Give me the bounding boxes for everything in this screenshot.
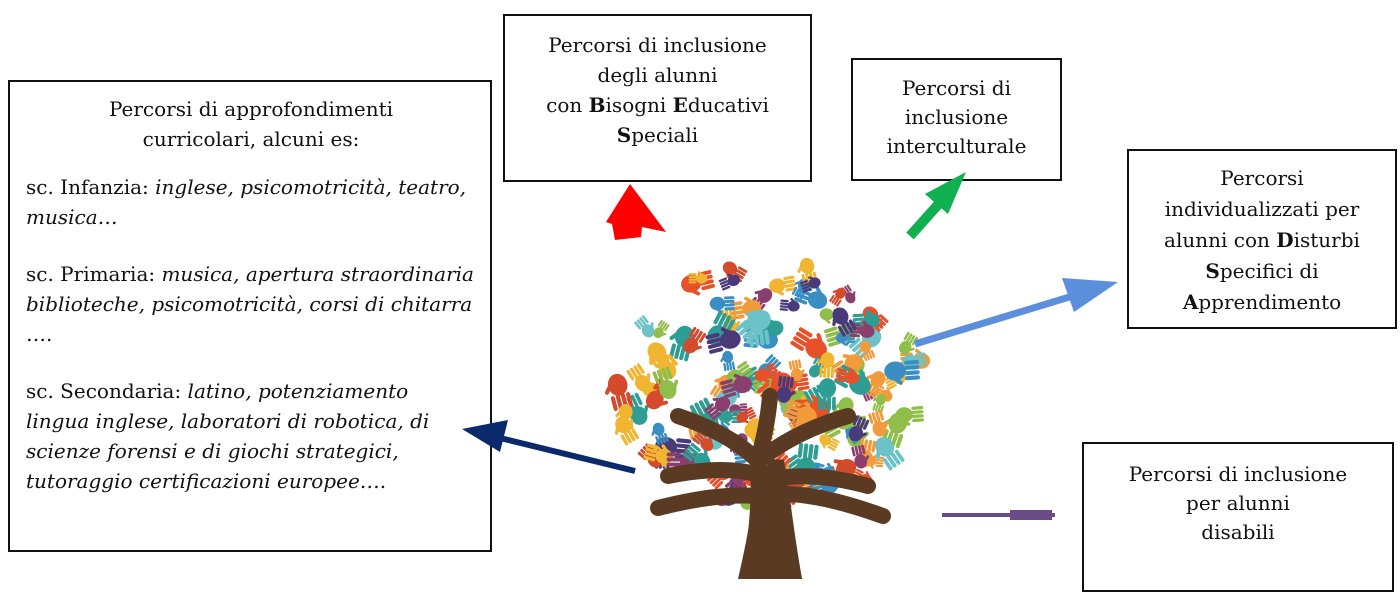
disabled-line3: disabili (1201, 520, 1275, 544)
infanzia-paragraph: sc. Infanzia: inglese, psicomotricità, t… (26, 172, 476, 232)
hand-print (859, 340, 876, 362)
hand-print (790, 327, 827, 359)
bes-title: Percorsi di inclusione degli alunni con … (505, 30, 810, 150)
arrow-to-intercultural (906, 172, 966, 240)
curricular-heading-line2: curricolari, alcuni es: (142, 127, 360, 151)
intercultural-line3: interculturale (886, 134, 1027, 158)
disabled-title: Percorsi di inclusione per alunni disabi… (1084, 460, 1392, 547)
primaria-paragraph: sc. Primaria: musica, apertura straordin… (26, 259, 476, 349)
dsa-initial-s: S (1205, 259, 1220, 283)
curricular-heading: Percorsi di approfondimenti curricolari,… (26, 94, 476, 154)
hand-print (736, 406, 757, 424)
dsa-initial-a: A (1182, 290, 1199, 314)
hand-print (688, 271, 708, 284)
hand-print (851, 444, 870, 469)
hand-print (653, 319, 670, 339)
bes-word1-rest: isogni (605, 93, 673, 117)
secondaria-paragraph: sc. Secondaria: latino, potenziamento li… (26, 376, 476, 496)
hand-print (875, 436, 905, 471)
hand-print (651, 422, 669, 445)
curricular-paths-box: Percorsi di approfondimenti curricolari,… (8, 80, 492, 552)
hand-print (683, 326, 707, 354)
dsa-word3-rest: pprendimento (1198, 290, 1342, 314)
dsa-title: Percorsi individualizzati per alunni con… (1129, 163, 1395, 318)
hand-print (884, 359, 921, 385)
hand-print (799, 276, 821, 293)
hand-print (729, 296, 762, 320)
hand-print (720, 350, 736, 372)
dsa-initial-d: D (1276, 228, 1294, 252)
hand-print (819, 434, 840, 452)
bes-line3-prefix: con (546, 93, 589, 117)
infanzia-text: inglese, psicomotricità, teatro, musica… (26, 175, 467, 229)
dsa-word2-rest: pecifici di (1219, 259, 1319, 283)
hand-print (814, 378, 837, 411)
dsa-line3-prefix: alunni con (1164, 228, 1277, 252)
hand-print (705, 327, 741, 354)
hand-print (788, 359, 805, 382)
curricular-heading-line1: Percorsi di approfondimenti (108, 97, 394, 121)
arrow-to-disabled (942, 510, 1055, 520)
hand-print (829, 287, 846, 307)
hand-print (634, 315, 655, 338)
arrow-to-dsa (913, 278, 1118, 348)
bes-inclusion-box: Percorsi di inclusione degli alunni con … (503, 14, 812, 182)
hand-print (652, 366, 679, 400)
bes-initial-e: E (672, 93, 688, 117)
bes-initial-s: S (616, 123, 632, 147)
dsa-line2: individualizzati per (1164, 197, 1360, 221)
hand-print (895, 406, 925, 426)
intercultural-title: Percorsi di inclusione interculturale (853, 74, 1060, 161)
tree-trunk (650, 388, 891, 579)
hand-print (626, 363, 651, 392)
hand-print (720, 373, 753, 399)
hand-print (743, 309, 770, 347)
hand-print (615, 403, 634, 430)
dsa-line1: Percorsi (1220, 166, 1304, 190)
bes-line2: degli alunni (597, 63, 718, 87)
hands-tree-image (598, 236, 942, 579)
dsa-word1-rest: isturbi (1293, 228, 1360, 252)
hand-print (779, 298, 800, 312)
bes-word3-rest: peciali (631, 123, 699, 147)
hand-print (718, 273, 741, 291)
hand-print (769, 275, 797, 296)
intercultural-inclusion-box: Percorsi di inclusione interculturale (851, 58, 1062, 181)
hand-print (848, 415, 870, 442)
secondaria-label: sc. Secondaria: (26, 379, 188, 403)
intercultural-line2: inclusione (904, 105, 1009, 129)
hand-print (872, 393, 886, 414)
primaria-text: musica, apertura straordinaria bibliotec… (26, 262, 474, 346)
hand-print (704, 396, 731, 421)
hand-print (899, 331, 918, 355)
disabled-line2: per alunni (1186, 491, 1290, 515)
intercultural-line1: Percorsi di (902, 76, 1011, 100)
hand-print (709, 296, 735, 314)
bes-word2-rest: ducativi (687, 93, 769, 117)
hand-print (832, 307, 857, 337)
primaria-label: sc. Primaria: (26, 262, 162, 286)
arrow-to-bes (606, 184, 666, 240)
dsa-paths-box: Percorsi individualizzati per alunni con… (1127, 149, 1397, 329)
infanzia-label: sc. Infanzia: (26, 175, 156, 199)
bes-initial-b: B (588, 93, 606, 117)
hand-print (776, 375, 796, 403)
hand-print (834, 367, 860, 384)
hand-print (868, 410, 889, 437)
bes-line1: Percorsi di inclusione (548, 33, 767, 57)
disabled-line1: Percorsi di inclusione (1128, 462, 1348, 486)
disabled-inclusion-box: Percorsi di inclusione per alunni disabi… (1082, 442, 1394, 592)
hand-print (816, 352, 835, 379)
secondaria-text: latino, potenziamento lingua inglese, la… (26, 379, 430, 493)
hand-print (692, 430, 714, 452)
hand-print (754, 362, 780, 383)
